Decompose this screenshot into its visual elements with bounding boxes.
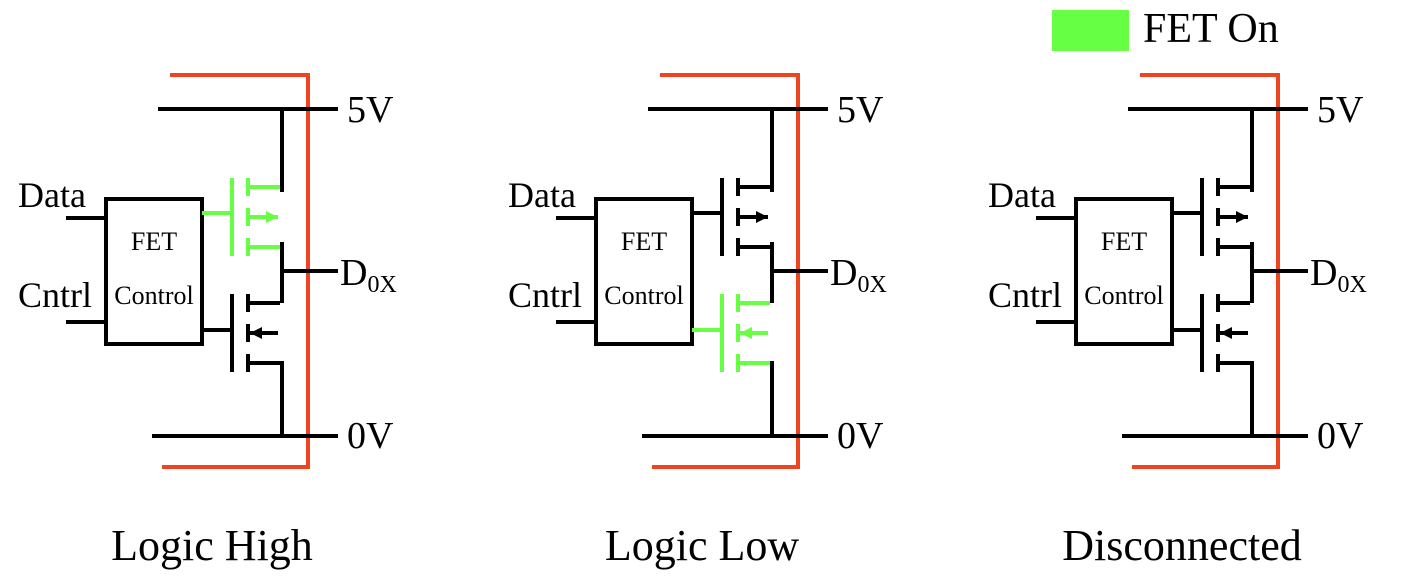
output-label: D0X: [1310, 252, 1367, 298]
panel-caption: Logic High: [111, 521, 313, 570]
cntrl-input-label: Cntrl: [18, 275, 92, 315]
arrow-head: [266, 211, 278, 223]
fet-control-block: [594, 197, 694, 346]
top-rail-label: 5V: [347, 89, 394, 131]
block-label-line2: Control: [114, 281, 193, 310]
top-rail-label: 5V: [837, 89, 884, 131]
output-subscript: 0X: [1337, 272, 1366, 298]
block-label-line1: FET: [1101, 227, 1147, 256]
lower-fet: [230, 294, 280, 372]
fet-control-block: [104, 197, 204, 346]
upper-fet: [1200, 178, 1250, 256]
legend-fet-on-swatch: [1052, 10, 1129, 51]
arrow-head: [250, 327, 262, 339]
output-subscript: 0X: [367, 272, 396, 298]
cntrl-input-label: Cntrl: [988, 275, 1062, 315]
data-input-label: Data: [18, 175, 86, 215]
output-label: D0X: [830, 252, 887, 298]
cntrl-input-label: Cntrl: [508, 275, 582, 315]
panel-caption: Disconnected: [1062, 521, 1301, 570]
block-label-line1: FET: [131, 227, 177, 256]
block-label-line2: Control: [604, 281, 683, 310]
fet-control-block: [1074, 197, 1174, 346]
bottom-rail-label: 0V: [347, 415, 394, 457]
data-input-label: Data: [508, 175, 576, 215]
legend-fet-on-label: FET On: [1143, 6, 1279, 52]
bottom-rail-label: 0V: [837, 415, 884, 457]
bottom-rail-label: 0V: [1317, 415, 1364, 457]
arrow-head: [740, 327, 752, 339]
arrow-head: [1236, 211, 1248, 223]
block-label-line2: Control: [1084, 281, 1163, 310]
block-label-line1: FET: [621, 227, 667, 256]
panel-caption: Logic Low: [605, 521, 800, 570]
upper-fet: [230, 178, 280, 256]
arrow-head: [756, 211, 768, 223]
data-input-label: Data: [988, 175, 1056, 215]
output-subscript: 0X: [857, 272, 886, 298]
upper-fet: [720, 178, 770, 256]
lower-fet: [720, 294, 770, 372]
top-rail-label: 5V: [1317, 89, 1364, 131]
output-label: D0X: [340, 252, 397, 298]
arrow-head: [1220, 327, 1232, 339]
lower-fet: [1200, 294, 1250, 372]
